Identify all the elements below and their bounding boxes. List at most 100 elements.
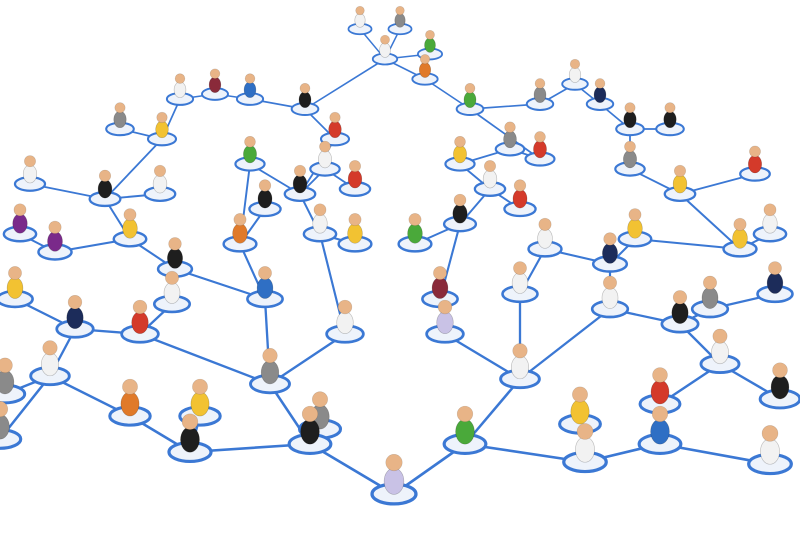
person-node bbox=[120, 299, 160, 344]
person-node bbox=[0, 401, 23, 450]
person-head bbox=[293, 164, 307, 177]
person-body bbox=[601, 286, 619, 309]
person-body bbox=[452, 203, 468, 224]
person-head bbox=[453, 193, 467, 207]
person-head bbox=[48, 220, 62, 234]
person-body bbox=[260, 360, 280, 385]
person-head bbox=[98, 169, 112, 182]
person-head bbox=[672, 290, 688, 305]
person-body bbox=[568, 66, 582, 83]
person-node bbox=[758, 362, 800, 410]
person-node bbox=[739, 145, 771, 182]
person-head bbox=[408, 213, 422, 226]
person-node bbox=[655, 102, 685, 137]
person-head bbox=[534, 131, 546, 143]
person-head bbox=[67, 295, 83, 310]
person-body bbox=[163, 281, 181, 304]
person-head bbox=[594, 78, 606, 89]
person-node bbox=[425, 299, 465, 344]
person-head bbox=[576, 423, 594, 440]
person-node bbox=[752, 203, 788, 243]
person-head bbox=[123, 208, 137, 222]
person-body bbox=[762, 213, 778, 234]
network-link bbox=[518, 307, 612, 381]
person-body bbox=[173, 81, 187, 98]
person-body bbox=[650, 379, 670, 405]
person-head bbox=[733, 217, 747, 231]
person-body bbox=[152, 174, 168, 194]
person-body bbox=[0, 413, 10, 440]
person-body bbox=[407, 223, 423, 244]
person-head bbox=[0, 401, 9, 418]
person-body bbox=[537, 228, 553, 249]
person-node bbox=[421, 266, 459, 309]
person-body bbox=[300, 418, 320, 445]
person-head bbox=[652, 367, 668, 383]
person-head bbox=[761, 425, 779, 442]
person-head bbox=[484, 160, 496, 173]
person-node bbox=[397, 213, 433, 253]
person-head bbox=[454, 136, 466, 148]
person-node bbox=[290, 83, 320, 117]
person-head bbox=[262, 348, 278, 364]
person-node bbox=[246, 266, 284, 309]
person-head bbox=[651, 405, 669, 423]
person-node bbox=[338, 160, 372, 197]
person-node bbox=[455, 83, 485, 117]
person-head bbox=[512, 343, 528, 359]
person-node bbox=[387, 5, 413, 36]
person-node bbox=[503, 179, 537, 218]
person-head bbox=[0, 357, 13, 374]
person-head bbox=[419, 54, 431, 65]
person-node bbox=[699, 328, 741, 375]
person-node bbox=[108, 378, 152, 427]
person-head bbox=[313, 203, 327, 217]
person-node bbox=[249, 348, 291, 395]
person-head bbox=[156, 111, 168, 124]
person-head bbox=[337, 299, 353, 315]
person-body bbox=[97, 179, 113, 199]
person-node bbox=[527, 217, 563, 258]
person-body bbox=[512, 189, 528, 209]
person-body bbox=[424, 37, 436, 53]
person-head bbox=[168, 237, 182, 251]
person-body bbox=[190, 391, 210, 417]
person-body bbox=[511, 272, 529, 294]
person-body bbox=[623, 110, 637, 129]
person-node bbox=[146, 111, 178, 147]
person-body bbox=[732, 228, 748, 249]
person-body bbox=[347, 223, 363, 244]
person-head bbox=[132, 299, 148, 315]
person-node bbox=[722, 217, 758, 258]
person-head bbox=[8, 266, 22, 280]
network-link bbox=[138, 332, 272, 386]
person-node bbox=[590, 275, 630, 319]
person-body bbox=[570, 399, 590, 425]
person-node bbox=[0, 266, 34, 309]
person-head bbox=[603, 232, 617, 246]
person-body bbox=[6, 277, 24, 299]
person-head bbox=[624, 102, 636, 114]
person-body bbox=[243, 81, 257, 98]
person-node bbox=[494, 121, 526, 157]
person-node bbox=[167, 413, 213, 464]
person-node bbox=[562, 423, 608, 474]
person-node bbox=[663, 164, 697, 203]
person-head bbox=[13, 203, 27, 217]
person-head bbox=[513, 179, 527, 192]
person-node bbox=[302, 203, 338, 243]
person-node bbox=[178, 378, 222, 427]
person-node bbox=[615, 102, 645, 137]
person-node bbox=[143, 164, 177, 203]
person-body bbox=[394, 13, 406, 28]
person-body bbox=[760, 438, 780, 465]
person-head bbox=[673, 164, 687, 177]
person-body bbox=[650, 418, 670, 445]
person-node bbox=[444, 136, 476, 172]
person-head bbox=[768, 261, 782, 275]
person-node bbox=[2, 203, 38, 243]
person-head bbox=[385, 453, 403, 472]
person-node bbox=[165, 73, 195, 106]
